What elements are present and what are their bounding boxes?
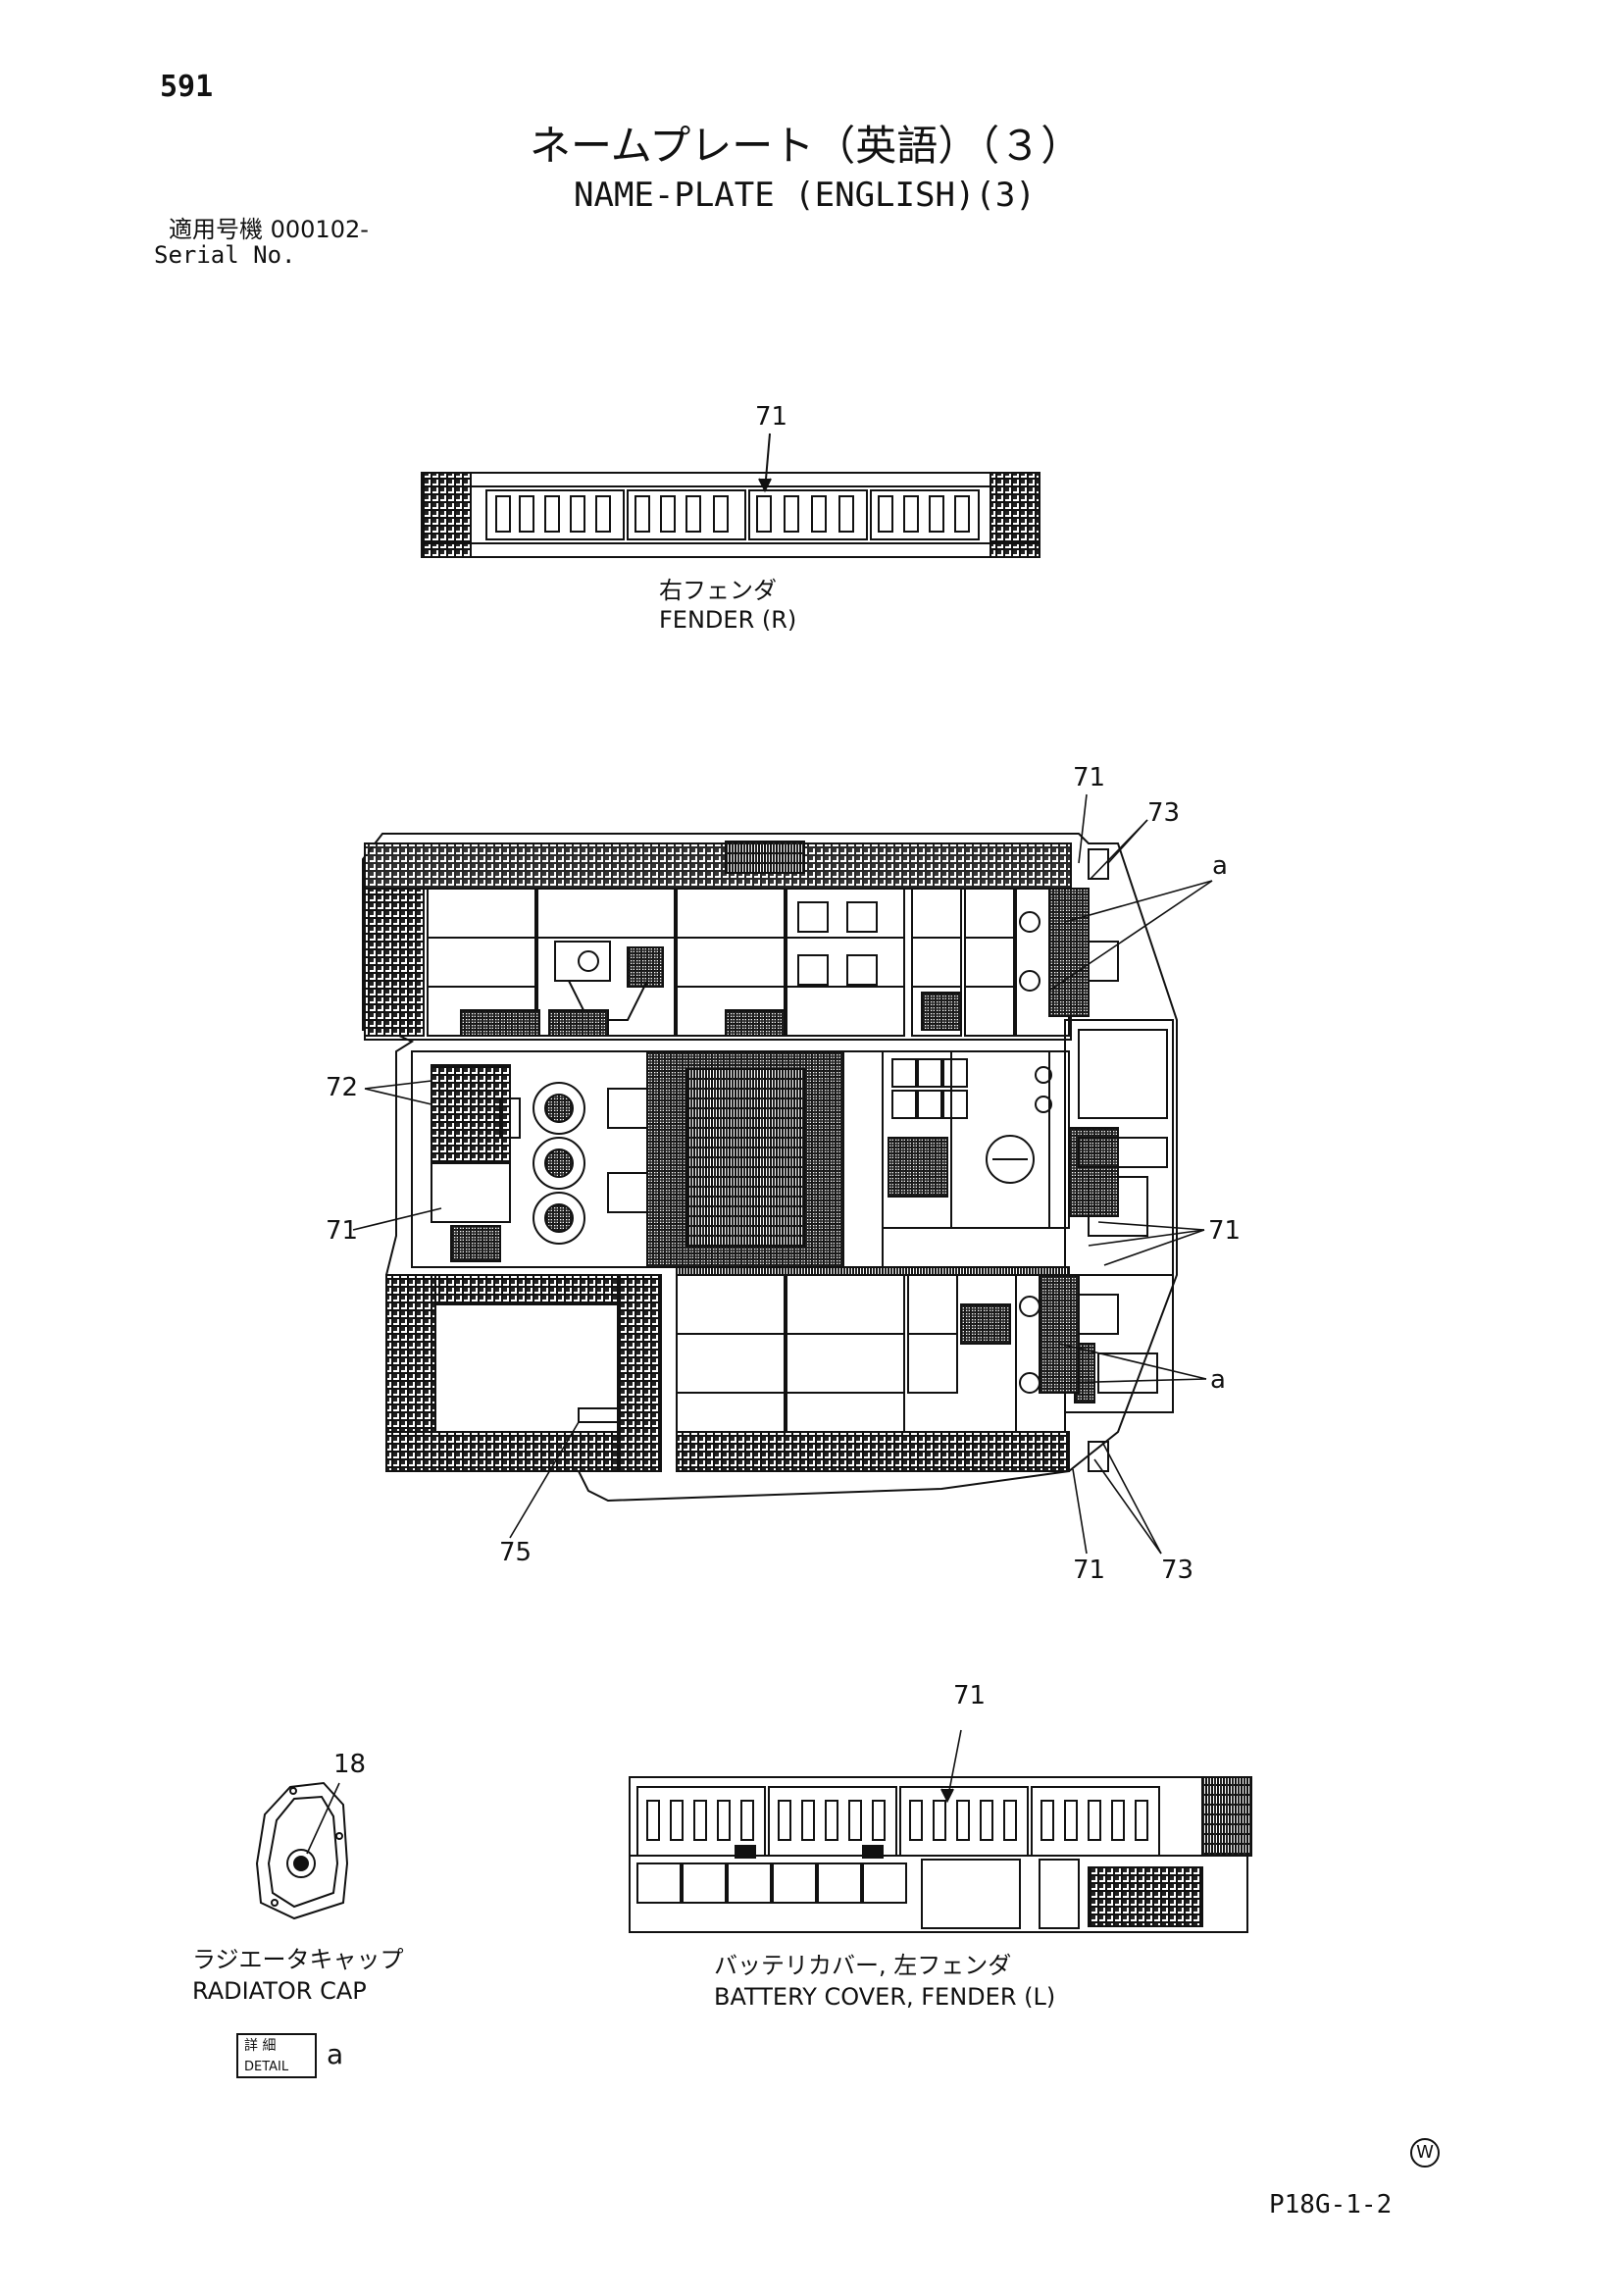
battery-vents (646, 1800, 1148, 1841)
callout-a-bottom: a (1210, 1365, 1226, 1395)
detail-a-box: 詳 細 DETAIL a (234, 2033, 354, 2078)
fender-r-label-jp: 右フェンダ (659, 577, 777, 604)
callout-71-left: 71 (326, 1216, 359, 1246)
engine-upper-detail (460, 901, 962, 1037)
radiator-cap-drawing (255, 1781, 349, 1920)
fans (533, 1082, 585, 1245)
serial-label-english: Serial No. (154, 241, 296, 269)
title-japanese: ネームプレート（英語）（３） (530, 122, 1083, 170)
w-mark-icon: W (1410, 2138, 1440, 2168)
detail-letter: a (327, 2038, 344, 2070)
page-number: 591 (160, 70, 214, 104)
machine-top-view (362, 833, 1178, 1503)
document-code: P18G-1-2 (1269, 2190, 1393, 2219)
fender-r-label-en: FENDER (R) (659, 606, 797, 634)
callout-72: 72 (326, 1073, 359, 1102)
callout-71-top: 71 (1073, 763, 1106, 792)
detail-label-jp: 詳 細 (244, 2038, 277, 2054)
gauges (891, 1058, 968, 1119)
serial-label-japanese: 適用号機 000102- (169, 216, 369, 243)
radiator-cap-label-jp: ラジエータキャップ (192, 1946, 404, 1973)
detail-label-frame: 詳 細 DETAIL (236, 2033, 317, 2078)
fender-r-vents (495, 495, 970, 533)
battery-fender-label-en: BATTERY COVER, FENDER (L) (714, 1983, 1056, 2011)
callout-71-fender-r: 71 (755, 402, 788, 432)
lower-panels (676, 1274, 1066, 1433)
callout-75: 75 (499, 1538, 533, 1567)
radiator-cap-label-en: RADIATOR CAP (192, 1977, 367, 2005)
callout-71-right: 71 (1208, 1216, 1242, 1246)
callout-73-bottom: 73 (1161, 1556, 1194, 1585)
battery-fender-label-jp: バッテリカバー, 左フェンダ (714, 1952, 1012, 1979)
title-english: NAME-PLATE (ENGLISH)(3) (574, 176, 1036, 215)
callout-18: 18 (333, 1750, 367, 1779)
detail-label-en: DETAIL (244, 2060, 289, 2074)
main-leaders (352, 793, 1213, 1555)
callout-71-battery: 71 (953, 1681, 987, 1710)
fender-r-drawing (421, 433, 1040, 558)
callout-73-top: 73 (1147, 798, 1181, 828)
callout-71-bottom: 71 (1073, 1556, 1106, 1585)
battery-fender-l-drawing (629, 1729, 1252, 1933)
callout-a-top: a (1212, 851, 1228, 881)
